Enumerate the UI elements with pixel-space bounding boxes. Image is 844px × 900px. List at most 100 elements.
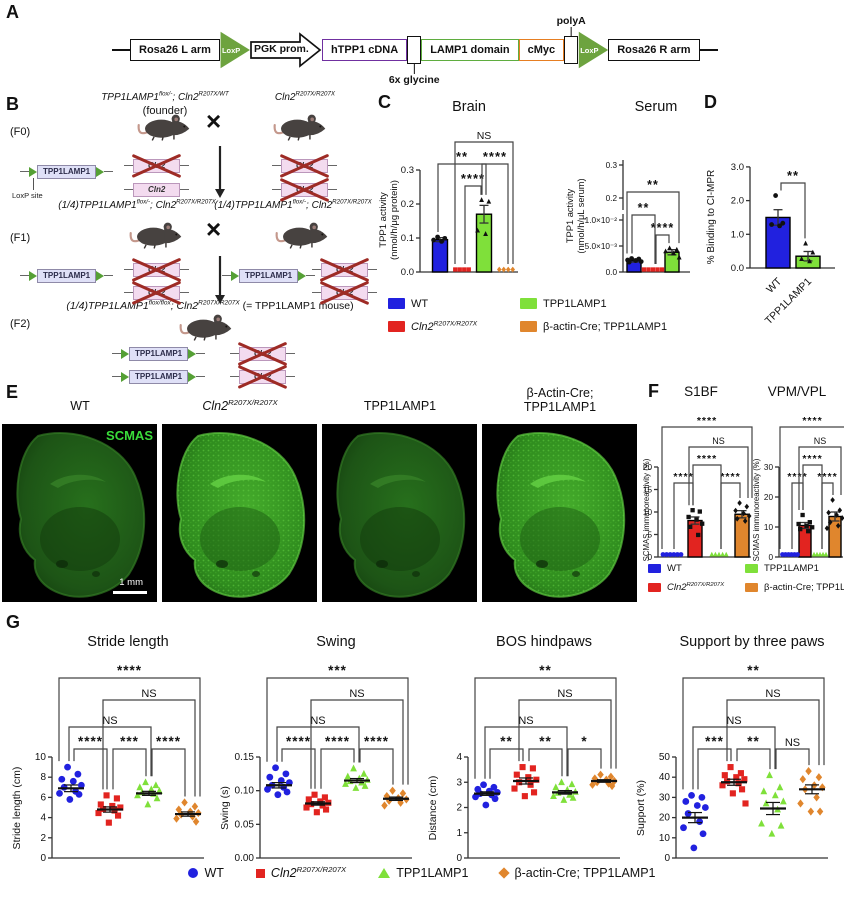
svg-text:0: 0 xyxy=(768,553,773,562)
svg-text:1.0×10⁻²: 1.0×10⁻² xyxy=(585,216,618,225)
f1-left-genotype: (1/4)TPP1LAMP1flox/-; Cln2R207X/R207X xyxy=(58,198,216,211)
mouse-icon xyxy=(179,314,232,341)
scmas-stain-label: SCMAS xyxy=(106,428,153,443)
svg-text:0.2: 0.2 xyxy=(606,194,618,203)
svg-text:10: 10 xyxy=(643,508,653,517)
svg-text:NS: NS xyxy=(814,436,827,446)
svg-text:50: 50 xyxy=(659,752,671,763)
svg-text:1.0: 1.0 xyxy=(731,229,744,240)
svg-text:0.15: 0.15 xyxy=(235,752,255,763)
mouse-icon xyxy=(178,310,234,342)
tpp1lamp1-allele: TPP1LAMP1 xyxy=(112,369,206,384)
svg-text:5: 5 xyxy=(647,531,652,540)
panel-f-label: F xyxy=(648,381,659,401)
brain-section-image xyxy=(322,432,477,602)
svg-text:TPP1 activity: TPP1 activity xyxy=(565,189,575,244)
down-arrow-icon xyxy=(214,146,226,203)
svg-text:0.0: 0.0 xyxy=(606,268,618,277)
brain-section-drawing xyxy=(336,432,466,598)
pgk-promoter-arrow: PGK prom. xyxy=(250,32,322,68)
svg-text:2.0: 2.0 xyxy=(731,196,744,207)
legend-swatch-orange xyxy=(745,583,758,592)
f0-right-genotype: Cln2R207X/R207X xyxy=(274,90,336,103)
panel-g-label: G xyxy=(6,612,21,632)
polya-box: polyA xyxy=(557,15,586,64)
svg-text:0.3: 0.3 xyxy=(606,161,618,170)
generation-f0-tag: (F0) xyxy=(10,126,31,138)
cln2-mutant-allele: Cln2 xyxy=(230,346,296,361)
brain-section-drawing xyxy=(16,432,146,598)
panel-d-label: D xyxy=(704,92,717,112)
legend-swatch-green xyxy=(745,564,758,573)
down-arrow-icon xyxy=(214,256,226,309)
svg-text:0.0: 0.0 xyxy=(401,267,414,278)
svg-text:BOS hindpaws: BOS hindpaws xyxy=(496,634,592,650)
rosa26-r-arm-box: Rosa26 R arm xyxy=(608,39,700,61)
legend-item-green: TPP1LAMP1 xyxy=(378,866,468,880)
mouse-icon xyxy=(275,222,328,249)
brain-section-drawing xyxy=(496,432,626,598)
svg-text:****: **** xyxy=(651,221,674,235)
f0-left-genotype: TPP1LAMP1flox/-; Cln2R207X/WT xyxy=(101,90,229,103)
mouse-icon xyxy=(274,218,330,250)
svg-text:**: ** xyxy=(500,734,513,749)
legend-label: Cln2R207X/R207X xyxy=(270,864,347,880)
micrograph-tpp1lamp1 xyxy=(322,424,477,602)
svg-text:2: 2 xyxy=(40,833,46,844)
svg-text:****: **** xyxy=(787,471,807,483)
svg-text:0: 0 xyxy=(647,553,652,562)
brain-section-image xyxy=(482,432,637,602)
legend-label: WT xyxy=(667,563,682,574)
loxp-triangle-icon xyxy=(96,166,105,177)
dna-line xyxy=(699,48,718,52)
svg-text:***: *** xyxy=(328,663,347,678)
svg-text:SCMAS immunoreactivity (%): SCMAS immunoreactivity (%) xyxy=(752,458,761,561)
dna-line xyxy=(112,48,130,52)
micrograph-wt: SCMAS 1 mm xyxy=(2,424,157,602)
legend-item-blue: WT xyxy=(188,866,224,880)
svg-text:NS: NS xyxy=(765,688,780,700)
svg-text:****: **** xyxy=(364,734,389,749)
svg-text:*: * xyxy=(581,734,587,749)
legend-marker-green xyxy=(378,868,391,878)
pgk-label: PGK prom. xyxy=(253,43,309,55)
micrograph-label-tpp1lamp1: TPP1LAMP1 xyxy=(363,399,437,413)
legend-label: β-actin-Cre; TPP1LAMP1 xyxy=(543,320,668,333)
svg-text:NS: NS xyxy=(557,688,572,700)
legend-swatch-red xyxy=(648,583,661,592)
chart-cimpr-content: 0.01.02.03.0% Binding to CI-MPR**WTTPP1L… xyxy=(706,162,835,327)
svg-text:0.2: 0.2 xyxy=(401,199,414,210)
brain-chart-title: Brain xyxy=(452,99,486,115)
serum-chart-title: Serum xyxy=(634,99,678,115)
svg-text:Support (%): Support (%) xyxy=(635,780,647,836)
svg-text:Support by three paws: Support by three paws xyxy=(679,634,824,650)
svg-text:2: 2 xyxy=(456,803,462,814)
cln2-mutant-allele: Cln2 xyxy=(312,262,378,277)
lamp1-domain-box: LAMP1 domain xyxy=(421,39,519,61)
svg-text:NS: NS xyxy=(349,688,364,700)
loxp-triangle-icon xyxy=(29,270,37,281)
svg-text:30: 30 xyxy=(764,463,774,472)
legend-label: TPP1LAMP1 xyxy=(764,563,819,574)
svg-text:**: ** xyxy=(539,663,552,678)
svg-text:10: 10 xyxy=(659,833,671,844)
loxp-triangle-icon xyxy=(231,270,239,281)
loxp-triangle-icon xyxy=(121,348,129,359)
svg-text:4: 4 xyxy=(456,752,462,763)
svg-text:****: **** xyxy=(78,734,103,749)
cln2-wt-allele: Cln2 xyxy=(124,182,190,197)
cross-symbol: × xyxy=(206,106,222,136)
cln2-mutant-allele: Cln2 xyxy=(124,285,190,300)
micrograph-cln2 xyxy=(162,424,317,602)
loxp-triangle-icon xyxy=(121,371,129,382)
